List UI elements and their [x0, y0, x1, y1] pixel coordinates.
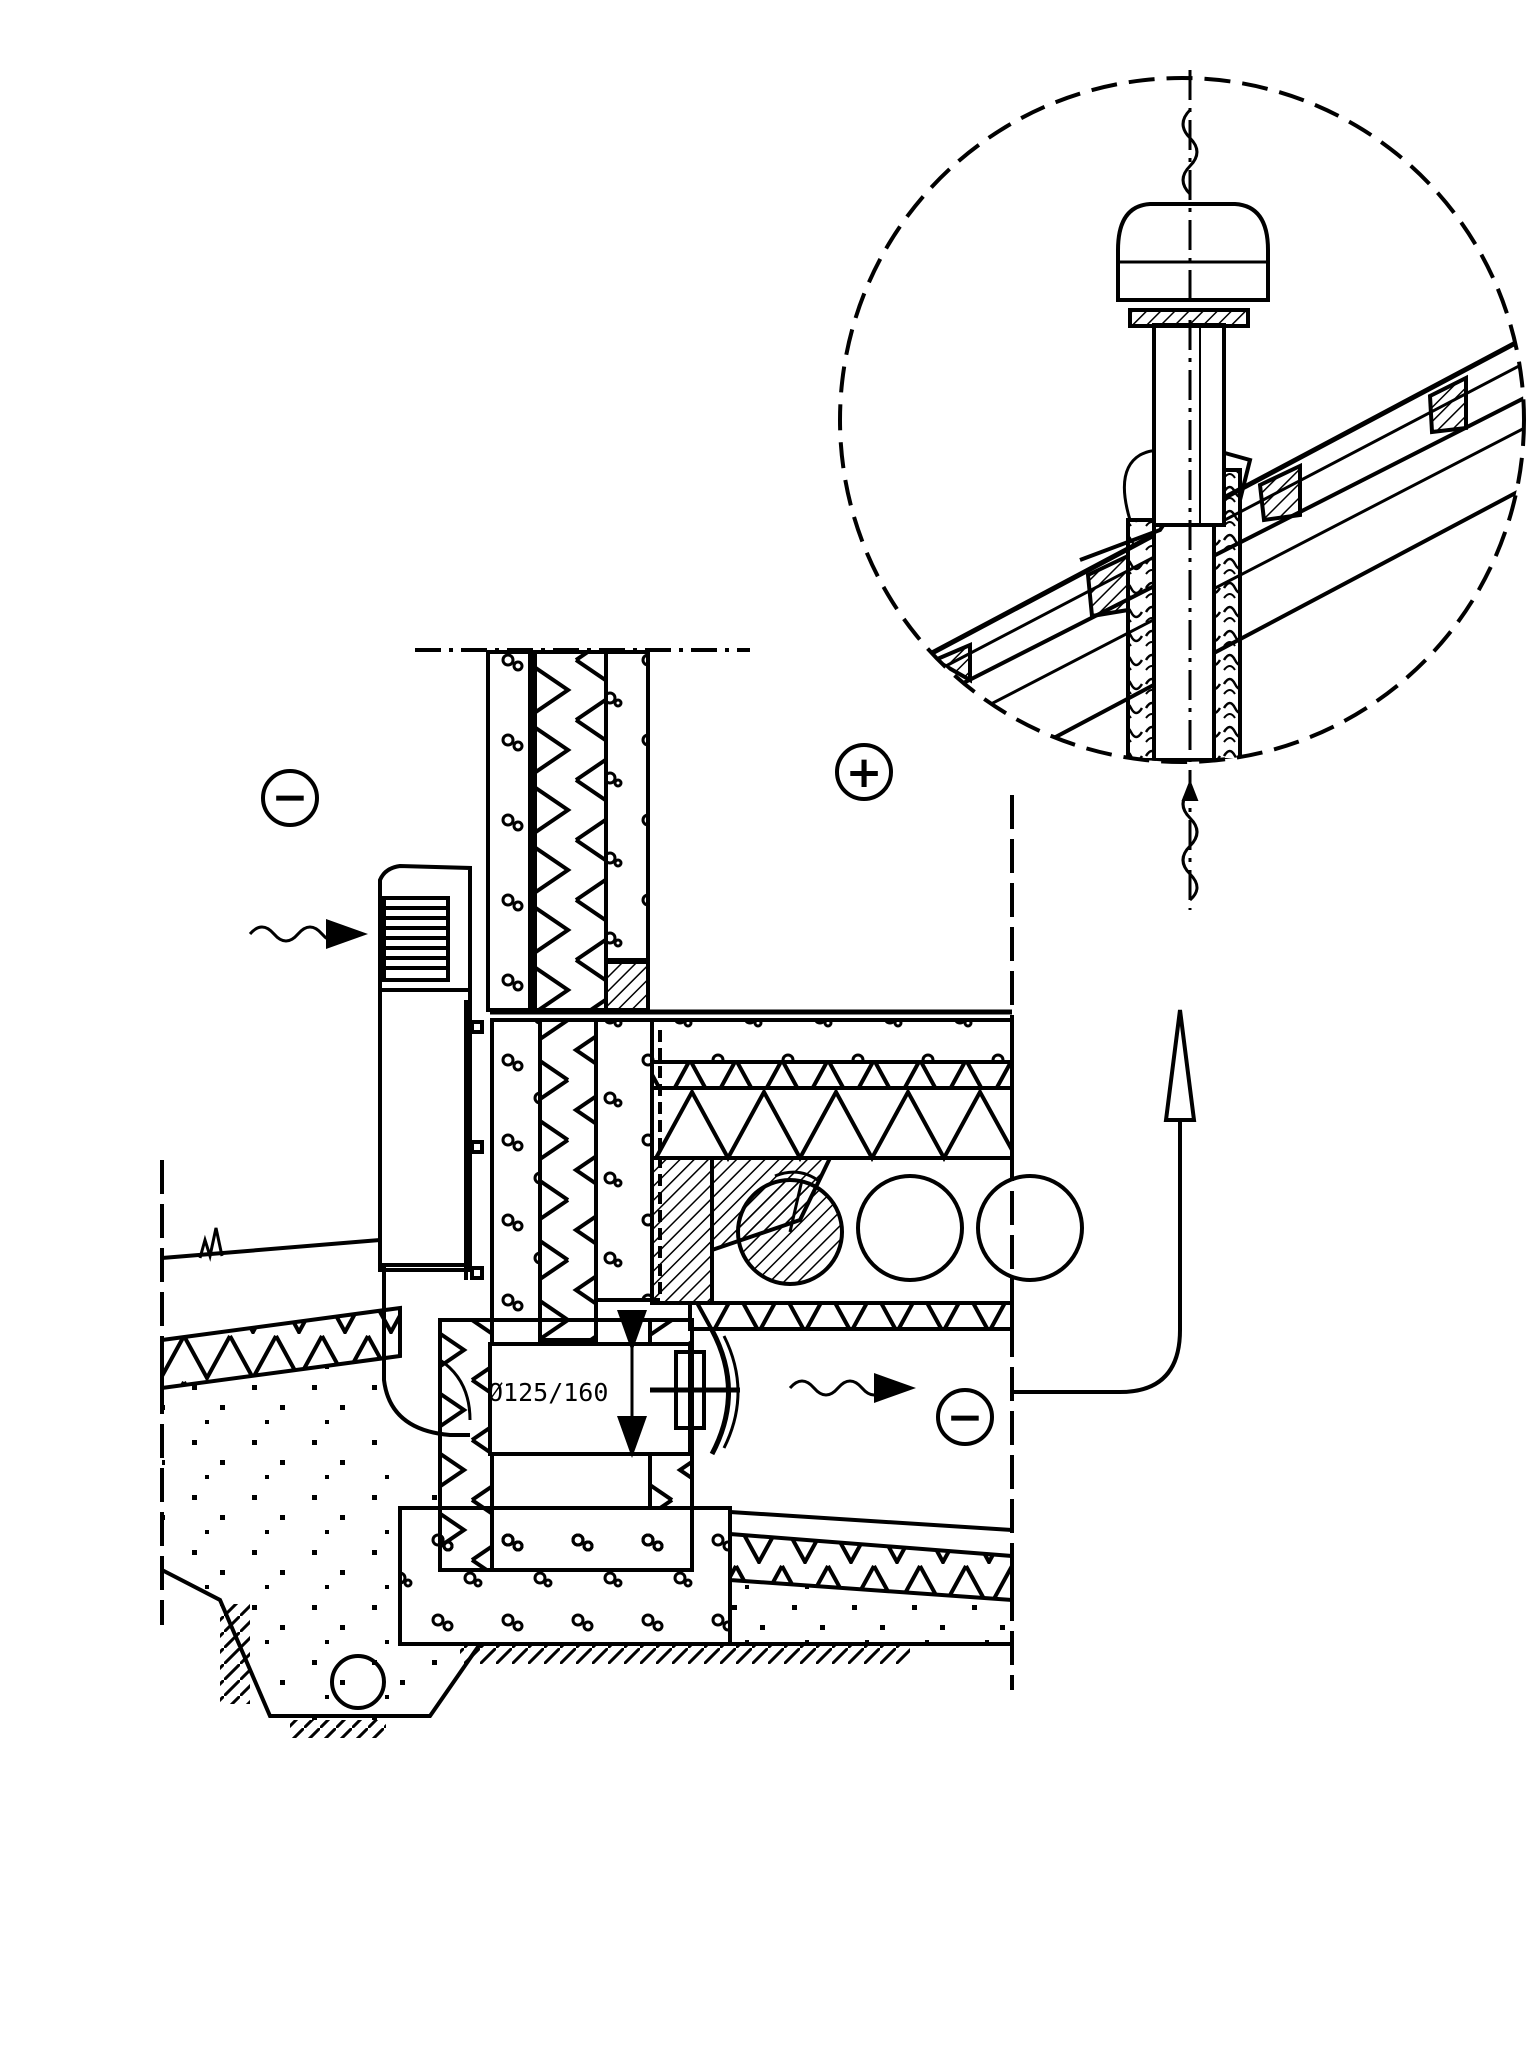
- exhaust-path-line: [1012, 1120, 1182, 1394]
- plinth-outer: [490, 1018, 542, 1322]
- wall-section: [160, 648, 1197, 1738]
- exhaust-direction-arrow: [1163, 1009, 1197, 1122]
- slab-bottom-insulation: [688, 1301, 1014, 1331]
- pressure-sign-room: +: [846, 747, 883, 798]
- airflow-in-arrow: [248, 919, 368, 949]
- airflow-up-bottom: [1181, 788, 1199, 902]
- ground-under-footing: [460, 1646, 910, 1664]
- duct-diameter-label: Ø125/160: [488, 1378, 608, 1407]
- floor-screed: [650, 1018, 1014, 1064]
- plinth-insulation: [538, 1018, 598, 1342]
- drain-pipe: [330, 1654, 386, 1710]
- roof-vent-cap: [1116, 202, 1270, 302]
- vent-grille: [382, 896, 450, 982]
- duct-elbow: [382, 1265, 470, 1437]
- inner-wall-leaf: [604, 650, 650, 964]
- pressure-symbol-crawlspace: [936, 1388, 994, 1446]
- slab-support-hatched: [650, 1156, 714, 1305]
- roof-pipe-insulation: [1126, 518, 1156, 762]
- fastener: [470, 1266, 484, 1280]
- plinth-inner: [594, 1018, 654, 1302]
- pressure-symbol-room: [835, 743, 893, 801]
- pressure-sign-crawlspace: −: [947, 1392, 984, 1443]
- outer-wall-leaf: [486, 650, 532, 1012]
- slab-void: [976, 1174, 1084, 1282]
- ground-surface: [161, 1238, 381, 1260]
- drain-trench: [161, 1568, 482, 1718]
- vent-cover-panel: [378, 863, 472, 1272]
- fastener: [470, 1020, 484, 1034]
- duct-pipe: [488, 1342, 692, 1456]
- fastener: [470, 1140, 484, 1154]
- airflow-up-top: [1181, 108, 1199, 196]
- slab-void: [856, 1174, 964, 1282]
- damper-disc: [709, 1328, 731, 1456]
- airflow-out-arrow: [788, 1373, 916, 1403]
- pressure-sign-outside: −: [272, 772, 309, 823]
- floor-insulation-thin: [650, 1060, 1014, 1090]
- wall-insulation: [528, 650, 608, 1012]
- wall-hatched-block: [604, 958, 650, 1012]
- pressure-symbol-outside: [261, 769, 319, 827]
- roof-detail-callout: [838, 70, 1526, 910]
- ground-insulation-left: [160, 1305, 402, 1391]
